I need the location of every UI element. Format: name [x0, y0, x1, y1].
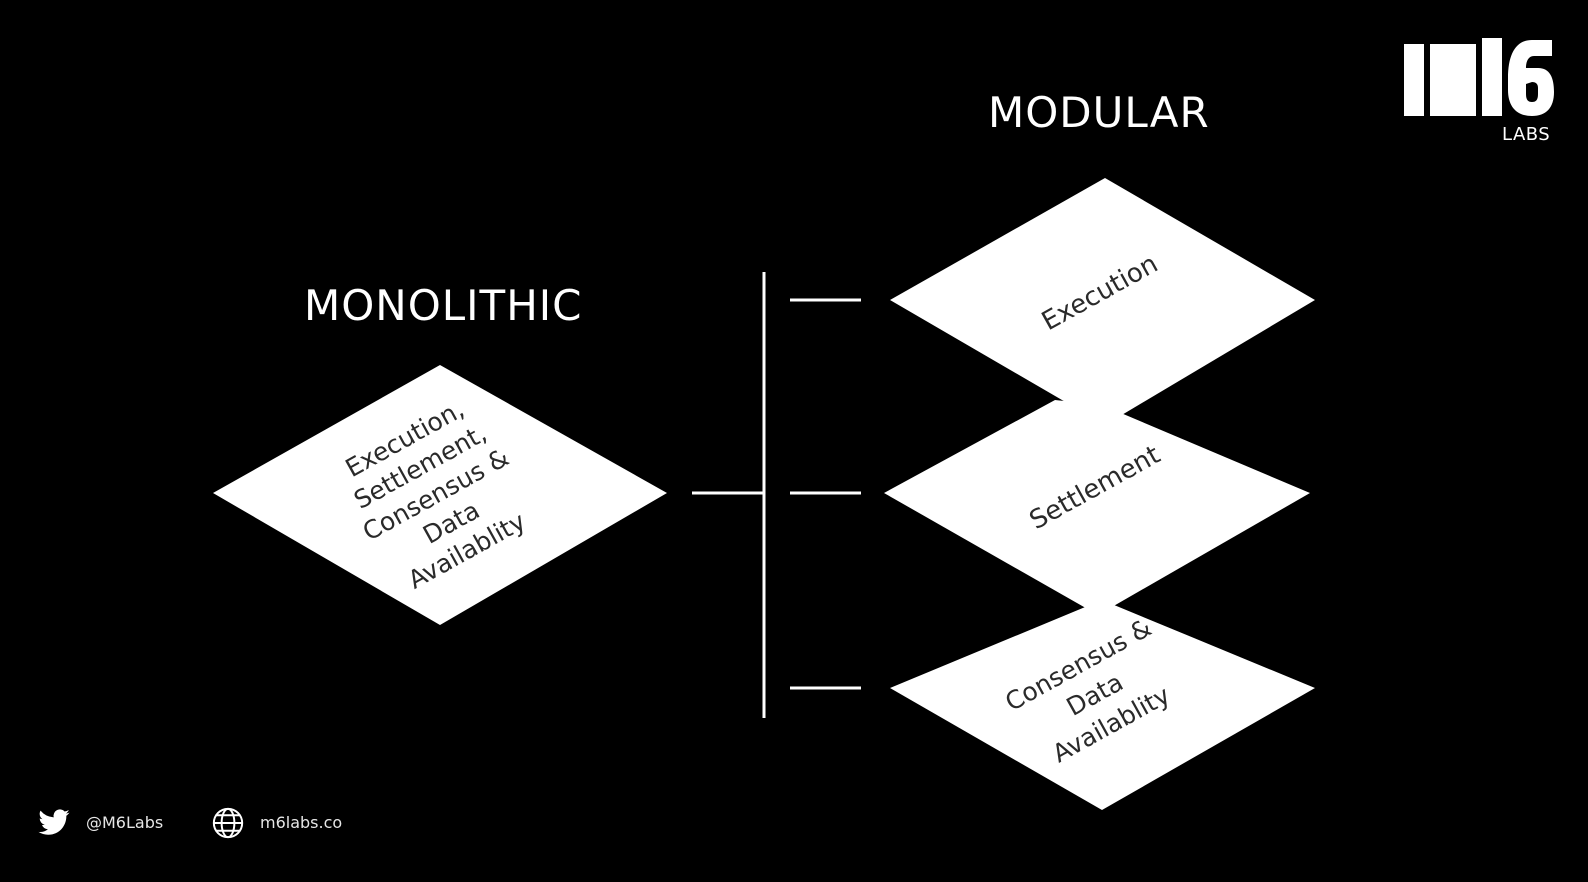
globe-icon [212, 807, 244, 839]
twitter-link[interactable]: @M6Labs [36, 806, 163, 840]
website-link[interactable]: m6labs.co [210, 806, 342, 840]
modular-heading: MODULAR [988, 88, 1210, 137]
monolithic-block: Execution,Settlement,Consensus &DataAvai… [213, 365, 667, 625]
modular-block-consensus: Consensus &DataAvailablity [890, 600, 1315, 810]
website-url: m6labs.co [260, 813, 343, 832]
monolithic-heading: MONOLITHIC [304, 281, 583, 330]
logo-subtitle: LABS [1502, 124, 1551, 145]
modular-block-settlement: Settlement [884, 400, 1310, 615]
twitter-bird-icon [38, 809, 70, 835]
connector [692, 272, 861, 718]
m6-labs-logo [1404, 38, 1554, 116]
modular-block-execution: Execution [890, 178, 1315, 425]
twitter-handle: @M6Labs [86, 813, 164, 832]
